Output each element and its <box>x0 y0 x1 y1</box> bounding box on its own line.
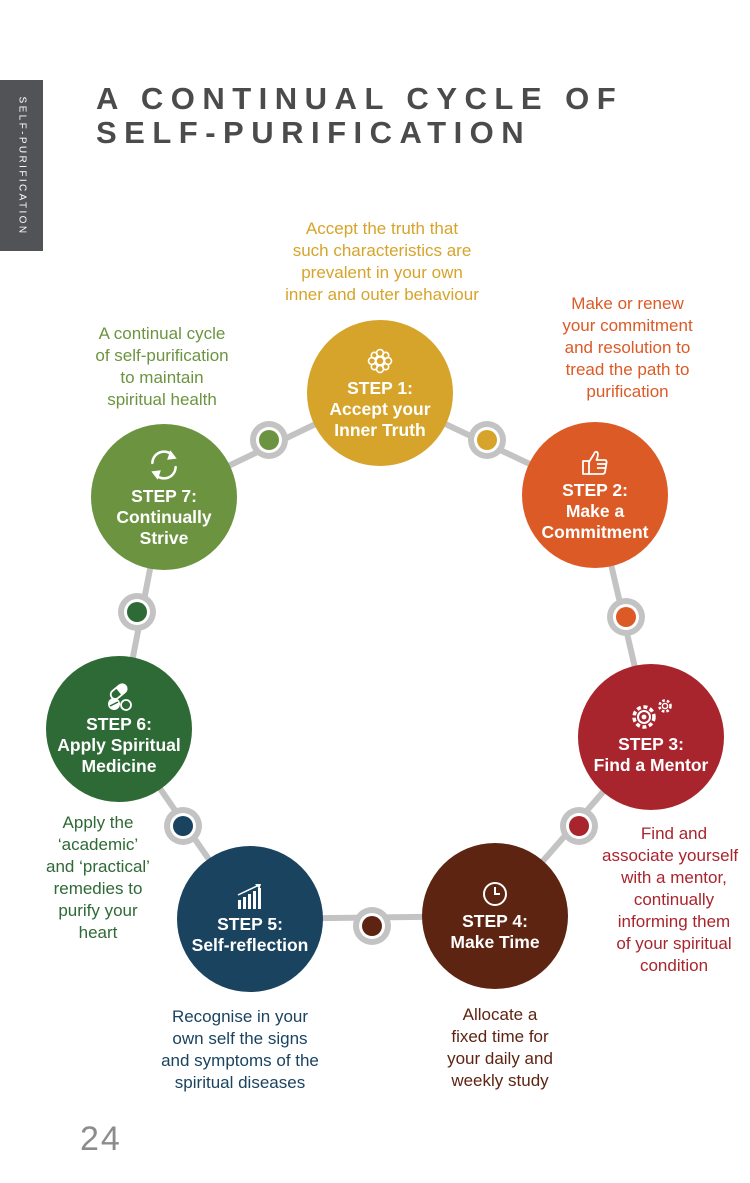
step-5-desc-line: spiritual diseases <box>174 1073 306 1092</box>
step-3-circle: STEP 3: Find a Mentor <box>578 664 724 810</box>
step-7-desc-line: A continual cycle <box>98 324 226 343</box>
step-6-name-line-1: Apply Spiritual <box>57 734 181 755</box>
side-section-tab: SELF-PURIFICATION <box>0 80 43 251</box>
step-6-desc-line: remedies to <box>53 879 143 898</box>
step-5-circle: STEP 5: Self-reflection <box>177 846 323 992</box>
step-7-desc-line: to maintain <box>120 368 204 387</box>
step-6-description: Apply the ‘academic’ and ‘practical’ rem… <box>30 812 166 944</box>
title-line-2: SELF-PURIFICATION <box>96 115 532 150</box>
step-2-name-line-2: Commitment <box>541 521 649 542</box>
step-1-desc-line: Accept the truth that <box>305 219 459 238</box>
step-2-desc-line: Make or renew <box>571 294 684 313</box>
step-2-title: STEP 2: <box>562 479 628 500</box>
step-7-name-line-2: Strive <box>139 527 189 548</box>
step-3-name-line-1: Find a Mentor <box>593 755 709 775</box>
step-4-desc-line: weekly study <box>451 1071 549 1090</box>
step-4-desc-line: fixed time for <box>451 1027 549 1046</box>
step-6-circle: STEP 6: Apply Spiritual Medicine <box>46 656 192 802</box>
bar-chart-icon <box>237 884 261 909</box>
page-title: A CONTINUAL CYCLE OF SELF-PURIFICATION <box>96 82 623 150</box>
step-5-desc-line: own self the signs <box>172 1029 308 1048</box>
step-2-name-line-1: Make a <box>565 500 625 521</box>
step-5-description: Recognise in your own self the signs and… <box>140 1006 340 1094</box>
connector-node-dot-5 <box>173 816 193 836</box>
step-2-circle: STEP 2: Make a Commitment <box>522 422 668 568</box>
step-5-title: STEP 5: <box>217 914 283 934</box>
step-6-desc-line: Apply the <box>62 813 134 832</box>
step-7-title: STEP 7: <box>131 485 197 506</box>
connector-node-dot-1 <box>477 430 497 450</box>
pills-icon <box>108 682 132 711</box>
step-3-desc-line: associate yourself <box>602 846 739 865</box>
step-3-title: STEP 3: <box>618 734 684 754</box>
clock-icon <box>483 882 507 906</box>
step-7-desc-line: spiritual health <box>107 390 217 409</box>
step-6-name-line-2: Medicine <box>81 755 157 776</box>
step-1-title: STEP 1: <box>347 377 413 398</box>
step-2-desc-line: your commitment <box>562 316 693 335</box>
flower-icon <box>367 348 393 373</box>
connector-node-dot-7 <box>259 430 279 450</box>
step-5-desc-line: Recognise in your <box>171 1007 309 1026</box>
step-1-desc-line: inner and outer behaviour <box>285 285 479 304</box>
step-5-name-line-1: Self-reflection <box>191 935 309 955</box>
connector-node-dot-3 <box>569 816 589 836</box>
connector-node-dot-6 <box>127 602 147 622</box>
step-2-desc-line: and resolution to <box>564 338 691 357</box>
step-2-desc-line: purification <box>586 382 669 401</box>
step-3-desc-line: continually <box>633 890 715 909</box>
title-line-1: A CONTINUAL CYCLE OF <box>96 81 624 116</box>
step-4-description: Allocate a fixed time for your daily and… <box>425 1004 575 1092</box>
step-6-title: STEP 6: <box>86 713 152 734</box>
step-3-desc-line: Find and <box>640 824 708 843</box>
step-3-desc-line: of your spiritual <box>616 934 732 953</box>
thumbs-up-icon <box>582 450 608 475</box>
step-7-description: A continual cycle of self-purification t… <box>72 323 252 411</box>
page-number: 24 <box>80 1120 122 1158</box>
connector-node-dot-2 <box>616 607 636 627</box>
step-3-desc-line: informing them <box>617 912 731 931</box>
step-6-desc-line: heart <box>78 923 118 942</box>
step-3-description: Find and associate yourself with a mento… <box>598 823 750 977</box>
step-6-desc-line: purify your <box>58 901 138 920</box>
step-4-circle: STEP 4: Make Time <box>422 843 568 989</box>
step-6-desc-line: and ‘practical’ <box>46 857 150 876</box>
step-7-circle: STEP 7: Continually Strive <box>91 424 237 570</box>
step-1-circle: STEP 1: Accept your Inner Truth <box>307 320 453 466</box>
step-1-desc-line: such characteristics are <box>292 241 472 260</box>
step-4-name-line-1: Make Time <box>450 932 540 952</box>
step-1-name-line-2: Inner Truth <box>334 419 426 440</box>
step-4-desc-line: your daily and <box>447 1049 553 1068</box>
step-6-desc-line: ‘academic’ <box>57 835 139 854</box>
gears-icon <box>632 699 672 729</box>
step-1-name-line-1: Accept your <box>329 398 431 419</box>
step-4-desc-line: Allocate a <box>462 1005 538 1024</box>
step-7-desc-line: of self-purification <box>95 346 229 365</box>
step-3-desc-line: condition <box>639 956 709 975</box>
step-3-desc-line: with a mentor, <box>621 868 727 887</box>
step-5-desc-line: and symptoms of the <box>161 1051 319 1070</box>
step-2-description: Make or renew your commitment and resolu… <box>535 293 720 403</box>
step-2-desc-line: tread the path to <box>565 360 690 379</box>
cycle-arrows-icon <box>151 449 177 480</box>
step-1-description: Accept the truth that such characteristi… <box>262 218 502 306</box>
step-4-title: STEP 4: <box>462 911 528 931</box>
step-7-name-line-1: Continually <box>116 506 212 527</box>
step-1-desc-line: prevalent in your own <box>301 263 463 282</box>
connector-node-dot-4 <box>362 916 382 936</box>
